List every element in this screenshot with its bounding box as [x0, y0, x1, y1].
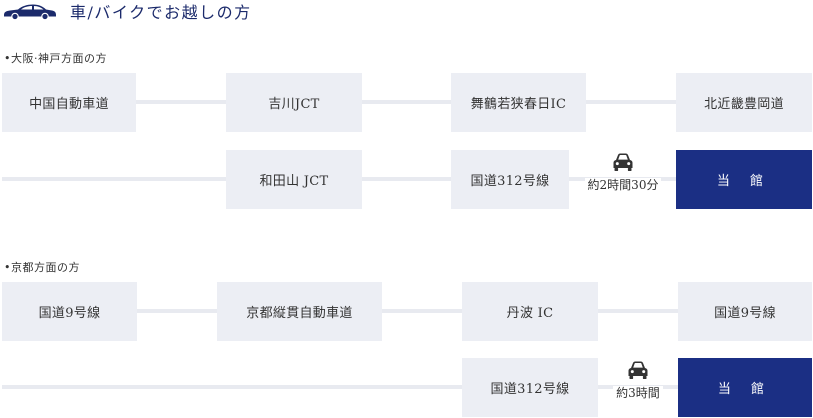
route-step: 国道312号線	[462, 358, 598, 417]
section-label-kyoto: •京都方面の方	[4, 261, 80, 274]
car-icon	[628, 361, 648, 379]
route-step: 丹波 IC	[462, 282, 598, 341]
route-step: 国道9号線	[678, 282, 812, 341]
route-step: 吉川JCT	[226, 73, 362, 132]
route-line	[2, 385, 678, 389]
destination-box: 当 館	[678, 358, 812, 417]
travel-time: 約3時間	[598, 360, 678, 401]
route-step: 和田山 JCT	[226, 150, 362, 209]
travel-time-label: 約2時間30分	[584, 178, 662, 193]
route-step: 北近畿豊岡道	[676, 73, 812, 132]
travel-time: 約2時間30分	[570, 152, 676, 193]
route-step: 中国自動車道	[2, 73, 136, 132]
route-step: 舞鶴若狭春日IC	[451, 73, 586, 132]
route-step: 国道9号線	[2, 282, 137, 341]
car-icon	[4, 4, 56, 20]
route-step: 国道312号線	[451, 150, 569, 209]
destination-box: 当 館	[676, 150, 812, 209]
section-label-osaka: •大阪·神戸方面の方	[4, 52, 107, 65]
car-icon	[613, 153, 633, 171]
travel-time-label: 約3時間	[613, 386, 663, 401]
page-title: 車/バイクでお越しの方	[70, 3, 252, 22]
route-step: 京都縦貫自動車道	[217, 282, 382, 341]
